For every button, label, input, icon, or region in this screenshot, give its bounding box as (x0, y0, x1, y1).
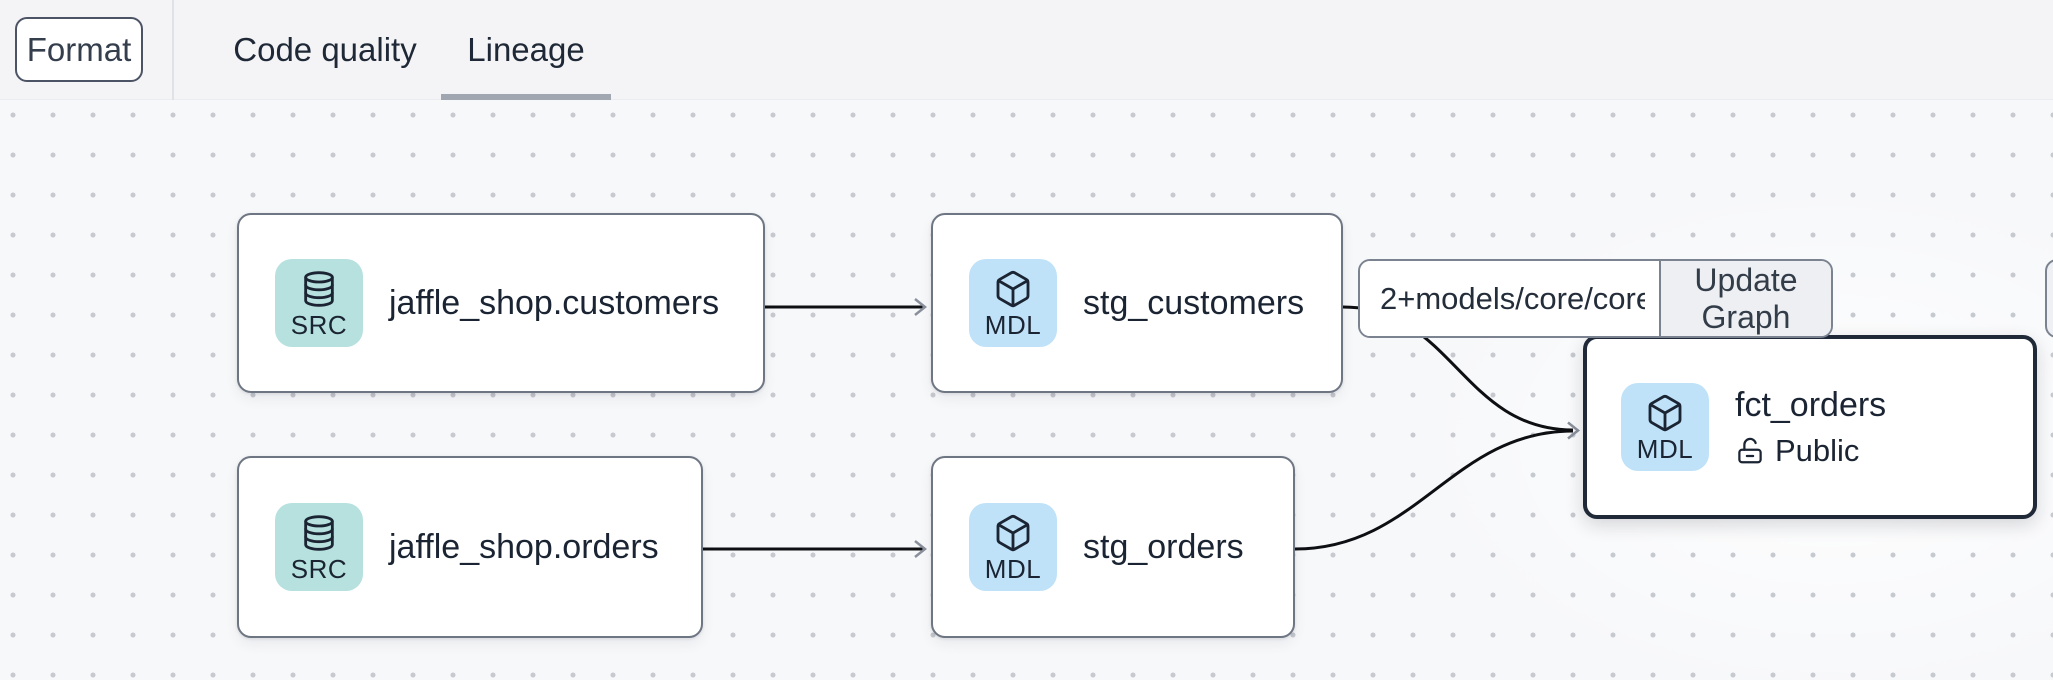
toolbar-divider (172, 0, 174, 100)
unlock-icon (1738, 437, 1762, 463)
update-graph-button[interactable]: Update Graph (1659, 261, 1831, 336)
node-src-customers[interactable]: SRC jaffle_shop.customers (237, 213, 765, 393)
access-row: Public (1735, 433, 1886, 469)
tab-code-quality[interactable]: Code quality (233, 31, 417, 68)
node-label: jaffle_shop.orders (389, 527, 659, 566)
top-toolbar: Format Code quality Lineage (0, 0, 2053, 100)
active-tab-underline (441, 94, 611, 100)
source-badge: SRC (275, 503, 363, 591)
lineage-canvas[interactable]: SRC jaffle_shop.customers MDL stg_custom… (0, 100, 2053, 680)
tab-lineage[interactable]: Lineage (467, 31, 585, 68)
cube-icon (996, 514, 1030, 551)
model-badge: MDL (1621, 383, 1709, 471)
cube-icon (1648, 394, 1682, 431)
clipped-right-button[interactable] (2045, 259, 2053, 338)
cube-icon (996, 270, 1030, 307)
database-icon (304, 270, 334, 307)
node-fct-orders[interactable]: MDL fct_orders Public (1583, 335, 2037, 519)
node-label: stg_customers (1083, 283, 1305, 322)
database-icon (304, 514, 334, 551)
model-badge: MDL (969, 259, 1057, 347)
badge-label: MDL (984, 309, 1042, 340)
selector-control: Update Graph (1358, 259, 1833, 338)
arrowhead-icon (914, 298, 928, 316)
source-badge: SRC (275, 259, 363, 347)
edge-stg-orders-fct-orders (1294, 429, 1574, 551)
node-label: jaffle_shop.customers (389, 283, 720, 322)
node-stg-orders[interactable]: MDL stg_orders (931, 456, 1295, 638)
badge-label: MDL (1636, 433, 1694, 464)
model-badge: MDL (969, 503, 1057, 591)
badge-label: SRC (290, 309, 348, 340)
node-label: fct_orders (1735, 385, 1887, 424)
node-src-orders[interactable]: SRC jaffle_shop.orders (237, 456, 703, 638)
selector-input[interactable] (1360, 261, 1659, 336)
access-label: Public (1775, 432, 1860, 468)
format-button[interactable]: Format (15, 17, 143, 82)
arrowhead-icon (914, 540, 928, 558)
node-label: stg_orders (1083, 527, 1244, 566)
arrowhead-icon (1567, 421, 1581, 440)
badge-label: MDL (984, 553, 1042, 584)
badge-label: SRC (290, 553, 348, 584)
node-stg-customers[interactable]: MDL stg_customers (931, 213, 1343, 393)
